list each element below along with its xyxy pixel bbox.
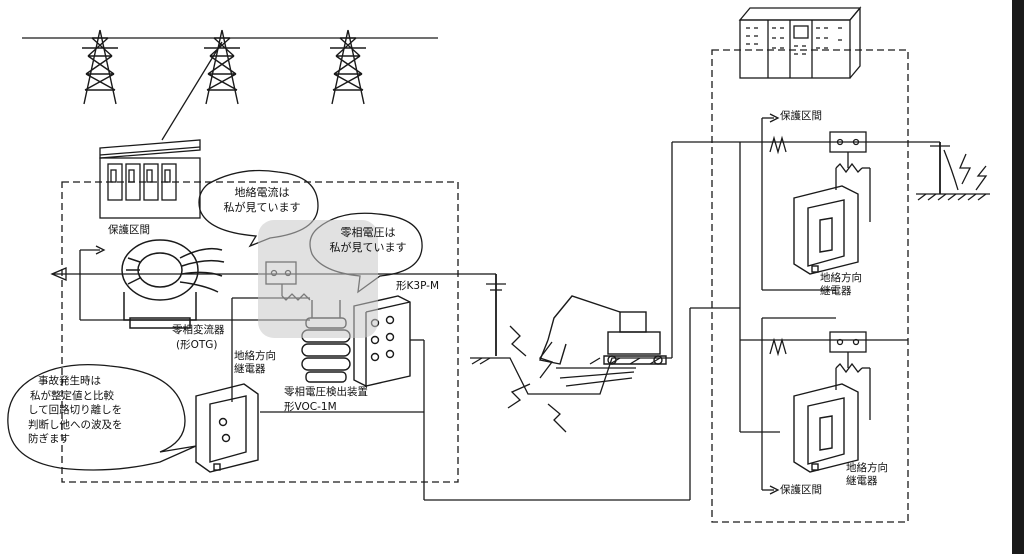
protection-zone-label: 保護区間: [108, 224, 150, 236]
right-edge-bar: [1012, 0, 1024, 554]
zct-core-icon: [121, 239, 225, 329]
transmission-tower-icon: [82, 29, 118, 105]
k3p-model-label: 形K3P-M: [396, 280, 440, 292]
protection-zone-label-right-top: 保護区間: [780, 110, 822, 122]
lightning-icon: [507, 383, 531, 409]
bubble-voltage-text: 零相電圧は私が見ています: [329, 226, 407, 254]
lightning-icon: [509, 325, 527, 357]
relay-unit-icon: [195, 383, 259, 473]
transmission-tower-icon: [204, 29, 240, 105]
relay-right-top-label: 地絡方向継電器: [820, 272, 862, 297]
voltage-detector-name-label: 零相電圧検出装置: [284, 386, 368, 398]
excavator-icon: [539, 295, 667, 365]
lightning-icon: [959, 153, 972, 185]
bubble-fault: [7, 363, 197, 471]
lightning-icon: [538, 341, 554, 379]
relay-unit-icon: [793, 383, 859, 473]
relay-left-label: 地絡方向継電器: [234, 350, 276, 375]
lightning-icon: [975, 165, 988, 191]
zone-boundary-left: [61, 181, 459, 483]
lightning-icon: [547, 403, 567, 433]
bubble-fault-text: 事故発生時は 私が整定値と比較 して回路切り離しを 判断し他への波及を 防ぎます: [28, 375, 123, 445]
control-panel-icon: [738, 6, 862, 79]
switchgear-cabinet-icon: [99, 139, 201, 219]
voltage-detector-model-label: 形VOC-1M: [284, 401, 337, 413]
zone-boundary-right: [711, 49, 909, 523]
watermark: [258, 220, 378, 338]
relay-unit-icon: [793, 185, 859, 275]
protection-zone-label-right-bottom: 保護区間: [780, 484, 822, 496]
relay-right-bottom-label: 地絡方向継電器: [846, 462, 888, 487]
zct-model-label: (形OTG): [176, 339, 218, 351]
transmission-tower-icon: [330, 29, 366, 105]
zct-name-label: 零相変流器: [172, 324, 225, 336]
bubble-current-text: 地絡電流は私が見ています: [223, 186, 301, 214]
